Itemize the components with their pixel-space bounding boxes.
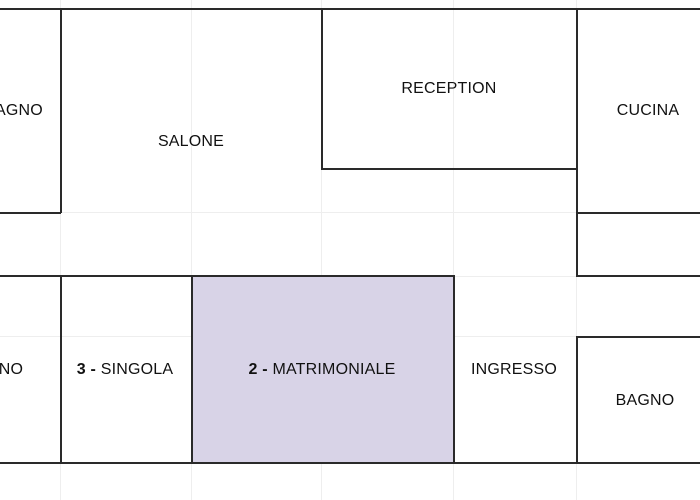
wall-vertical-60-top bbox=[60, 8, 62, 213]
room-label-matrimoniale: 2 - MATRIMONIALE bbox=[249, 361, 396, 379]
wall-reception-left bbox=[321, 8, 323, 170]
room-label-bagno-bottom-right: BAGNO bbox=[615, 392, 675, 409]
wall-bagno-left bbox=[576, 336, 578, 463]
wall-vertical-576-top bbox=[576, 8, 578, 277]
wall-vertical-60-bottom bbox=[60, 275, 62, 463]
wall-cucina-bottom bbox=[576, 212, 700, 214]
room-label-cucina: CUCINA bbox=[616, 102, 680, 119]
grid-line bbox=[321, 0, 322, 500]
room-number-separator: - bbox=[85, 361, 101, 378]
wall-bottom bbox=[0, 462, 700, 464]
wall-reception-bottom bbox=[321, 168, 578, 170]
room-number-separator: - bbox=[257, 361, 273, 378]
wall-bagno-top bbox=[576, 336, 700, 338]
room-label-salone: SALONE bbox=[157, 133, 225, 150]
room-number-matrimoniale: 2 bbox=[248, 361, 258, 378]
room-label-bottom-left: NO bbox=[0, 361, 24, 378]
room-number-singola: 3 bbox=[76, 361, 86, 378]
room-name-singola: SINGOLA bbox=[100, 361, 174, 378]
matrimoniale-room-fill bbox=[192, 277, 453, 463]
grid-line bbox=[0, 212, 700, 213]
grid-line bbox=[191, 0, 192, 500]
wall-right-small-bottom bbox=[576, 275, 700, 277]
wall-vertical-191-bottom bbox=[191, 275, 193, 463]
room-label-bagno-top-left: AGNO bbox=[0, 102, 43, 119]
room-label-singola: 3 - SINGOLA bbox=[77, 361, 173, 379]
grid-line bbox=[60, 0, 61, 500]
room-label-reception: RECEPTION bbox=[401, 80, 497, 97]
wall-vertical-453-bottom bbox=[453, 275, 455, 463]
grid-line bbox=[0, 276, 700, 277]
wall-top-left-room-bottom bbox=[0, 212, 61, 214]
wall-top bbox=[0, 8, 700, 10]
wall-middle-horizontal bbox=[0, 275, 454, 277]
grid-line bbox=[453, 0, 454, 500]
room-label-ingresso: INGRESSO bbox=[470, 361, 558, 378]
room-name-matrimoniale: MATRIMONIALE bbox=[272, 361, 396, 378]
